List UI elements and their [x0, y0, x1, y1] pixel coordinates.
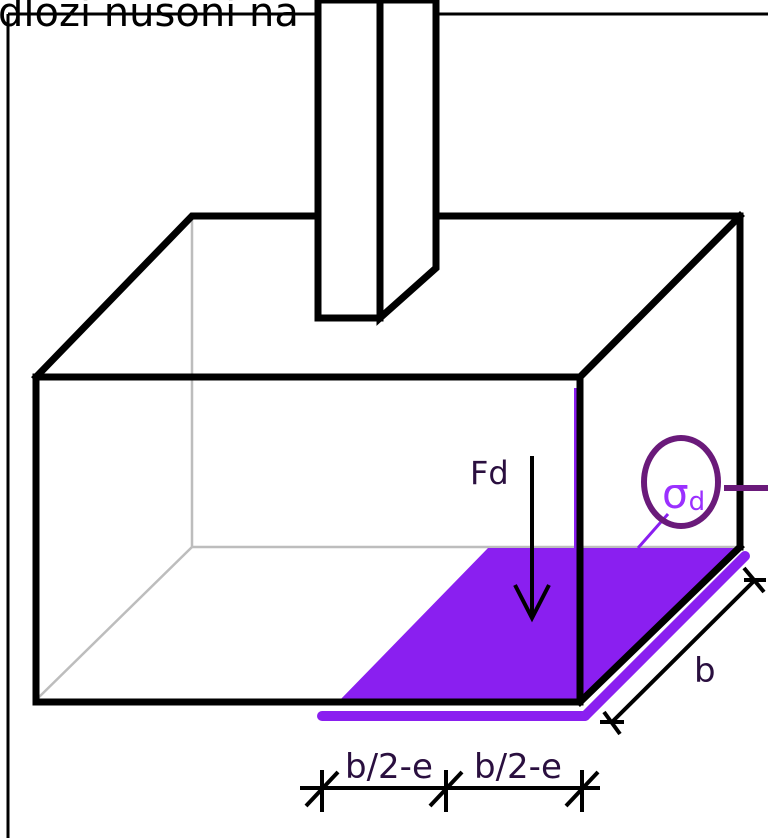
pressure-area — [338, 548, 740, 702]
dim-right-label: b/2-e — [474, 747, 562, 787]
footing-edges — [31, 211, 745, 707]
column — [314, 0, 440, 326]
width-dimension — [600, 566, 766, 736]
hidden-edges — [35, 216, 740, 701]
stress-symbol: σ — [662, 469, 689, 518]
stress-subscript: d — [689, 487, 706, 517]
force-arrow — [513, 456, 551, 623]
force-label: Fd — [470, 454, 509, 492]
stress-callout-circle — [641, 435, 721, 529]
pressure-edge-side — [580, 551, 750, 721]
width-label: b — [694, 651, 716, 691]
eccentricity-dimension — [300, 770, 600, 812]
stress-label: σd — [662, 469, 705, 518]
dim-left-label: b/2-e — [345, 747, 433, 787]
